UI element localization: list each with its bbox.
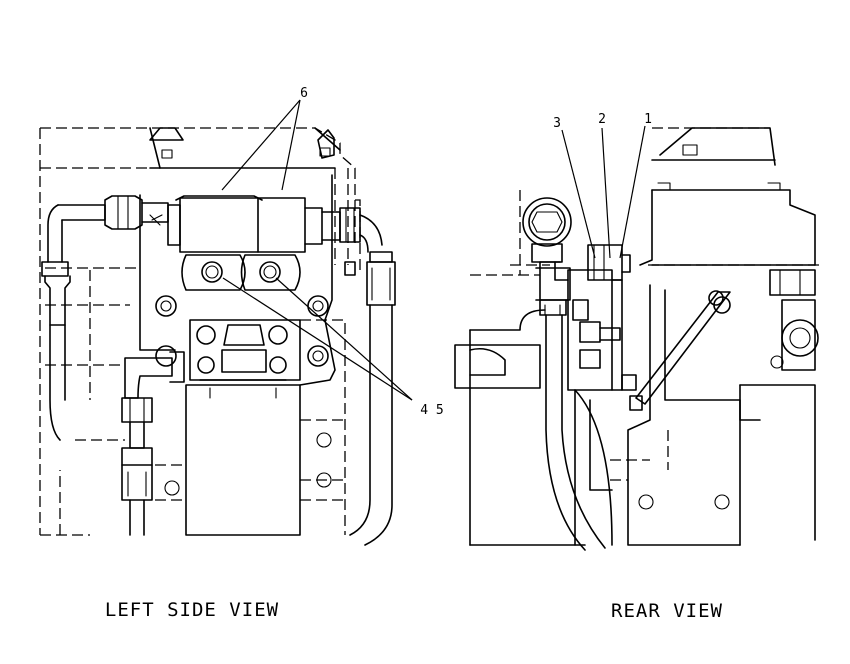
callout-6: 6 bbox=[300, 86, 308, 101]
callout-3: 3 bbox=[553, 116, 561, 131]
callout-1: 1 bbox=[644, 112, 652, 127]
left-view-leader-lines bbox=[221, 99, 413, 401]
rear-view-leader-lines bbox=[561, 125, 646, 259]
callout-2: 2 bbox=[598, 112, 606, 127]
callout-4-5: 4 5 bbox=[420, 403, 443, 418]
left-side-view-title: LEFT SIDE VIEW bbox=[105, 599, 279, 621]
left-side-view-drawing bbox=[39, 127, 396, 546]
rear-view-title: REAR VIEW bbox=[611, 600, 723, 622]
rear-view-drawing bbox=[454, 127, 820, 551]
